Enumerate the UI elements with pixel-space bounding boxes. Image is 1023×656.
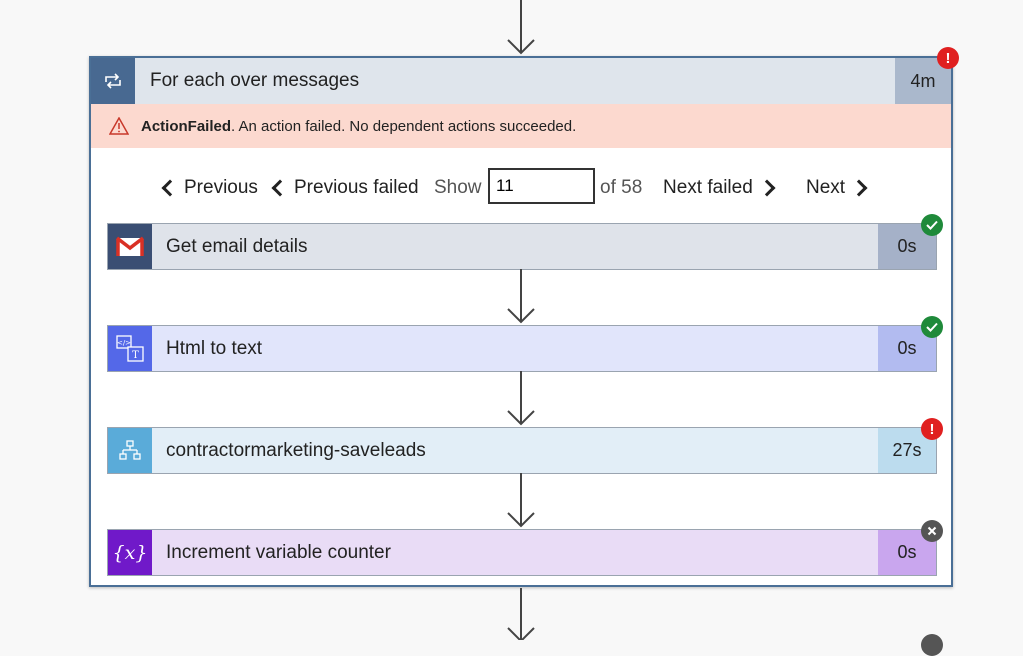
failed-status-icon: ! <box>937 47 959 69</box>
previous-button[interactable]: Previous <box>161 168 258 208</box>
action-card-increment-variable-counter[interactable]: {x} Increment variable counter 0s <box>107 529 937 576</box>
iteration-pager: Previous Previous failed Show of 58 Next… <box>91 168 951 212</box>
error-banner: ActionFailed. An action failed. No depen… <box>91 104 951 148</box>
connector-arrow-top <box>504 0 538 56</box>
html-to-text-icon: </>T <box>108 326 152 371</box>
next-failed-button[interactable]: Next failed <box>663 168 776 208</box>
warning-icon <box>109 117 129 135</box>
action-card-html-to-text[interactable]: </>T Html to text 0s <box>107 325 937 372</box>
scope-duration: 4m <box>895 58 951 104</box>
failed-status-icon: ! <box>921 418 943 440</box>
iteration-number-input[interactable] <box>488 168 595 204</box>
skipped-status-icon <box>921 520 943 542</box>
action-card-contractormarketing-saveleads[interactable]: contractormarketing-saveleads 27s <box>107 427 937 474</box>
svg-text:</>: </> <box>117 339 131 347</box>
of-total-label: of 58 <box>600 177 643 198</box>
connector-arrow <box>504 473 538 529</box>
action-title: Get email details <box>166 235 308 257</box>
error-code: ActionFailed <box>141 117 232 135</box>
success-status-icon <box>921 214 943 236</box>
gmail-icon <box>108 224 152 269</box>
action-title: contractormarketing-saveleads <box>166 439 426 461</box>
action-card-get-email-details[interactable]: Get email details 0s <box>107 223 937 270</box>
scope-title: For each over messages <box>150 70 360 91</box>
action-title: Html to text <box>166 337 263 359</box>
chevron-right-icon <box>758 179 776 197</box>
success-status-icon <box>921 316 943 338</box>
next-button[interactable]: Next <box>806 168 868 208</box>
svg-text:T: T <box>132 350 139 361</box>
error-message: . An action failed. No dependent actions… <box>231 117 577 135</box>
skipped-status-icon <box>921 634 943 656</box>
connector-arrow <box>504 269 538 325</box>
connector-arrow-bottom <box>504 588 538 640</box>
chevron-left-icon <box>271 179 289 197</box>
show-label: Show <box>434 177 482 198</box>
chevron-right-icon <box>850 179 868 197</box>
variable-icon: {x} <box>108 530 152 575</box>
workflow-icon <box>108 428 152 473</box>
scope-header[interactable]: For each over messages 4m <box>91 58 951 104</box>
connector-arrow <box>504 371 538 427</box>
loop-icon <box>91 58 135 104</box>
action-duration: 27s <box>878 428 936 473</box>
previous-failed-button[interactable]: Previous failed <box>271 168 419 208</box>
action-title: Increment variable counter <box>166 541 391 563</box>
chevron-left-icon <box>161 179 179 197</box>
